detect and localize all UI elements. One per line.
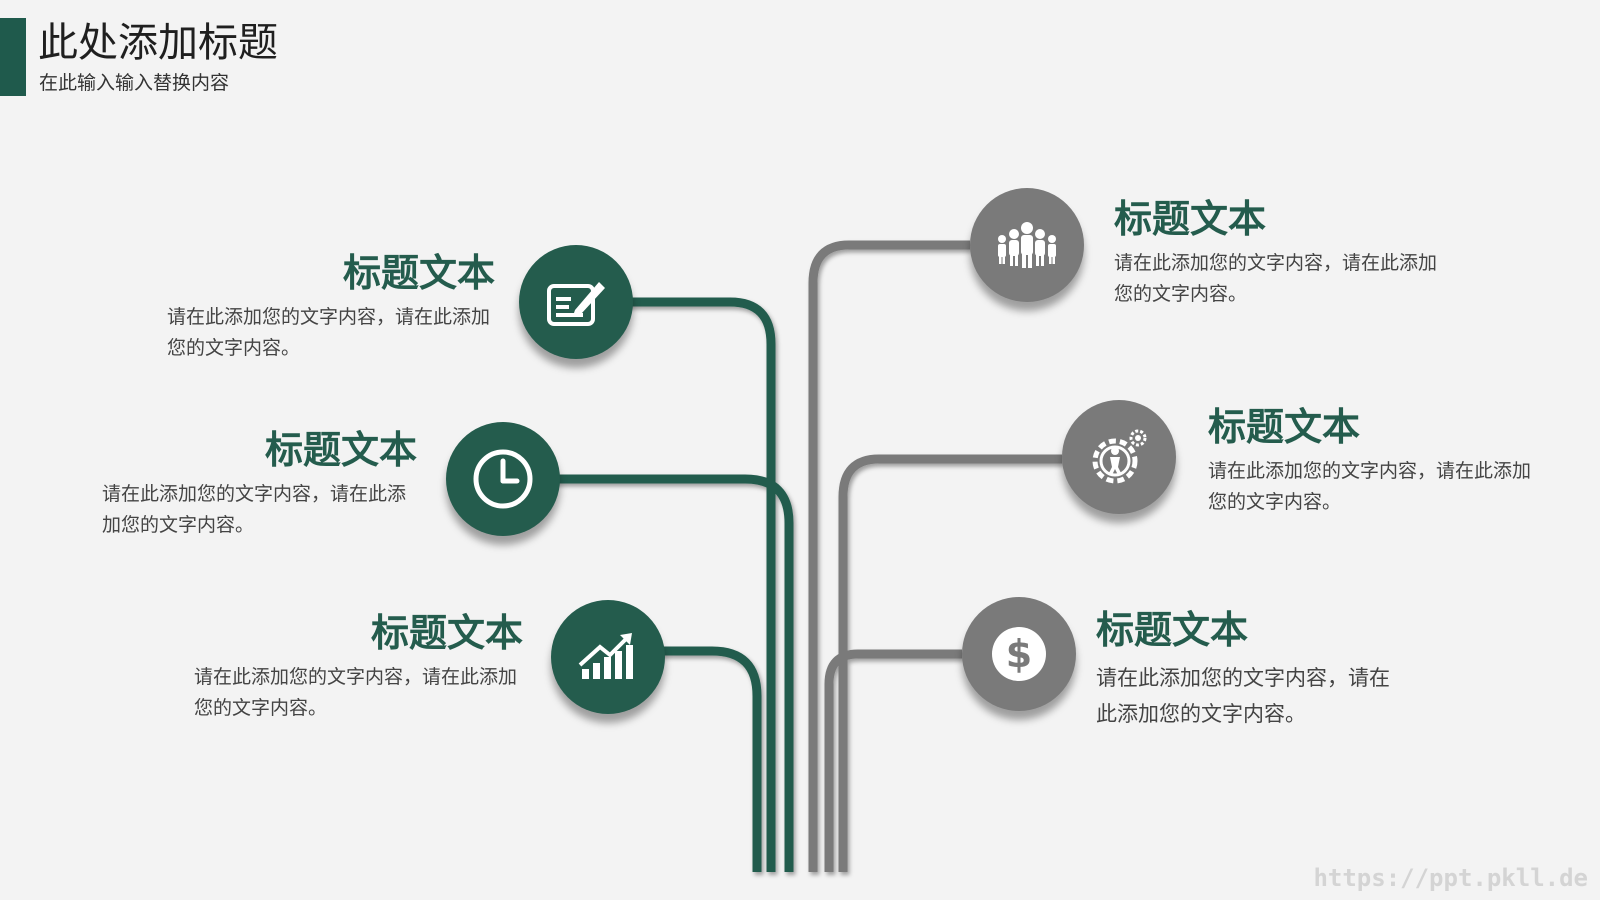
growth-chart-icon (578, 633, 633, 679)
item-3-title: 标题文本 (370, 611, 523, 655)
item-1-title: 标题文本 (342, 251, 495, 295)
item-4-desc: 请在此添加您的文字内容，请在此添加您的文字内容。 (1114, 252, 1438, 305)
team-icon (998, 222, 1056, 268)
svg-text:$: $ (1006, 632, 1032, 676)
stem-green-1 (620, 297, 776, 872)
clock-icon (473, 449, 533, 509)
item-1-desc: 请在此添加您的文字内容，请在此添加您的文字内容。 (167, 306, 491, 359)
item-2-desc: 请在此添加您的文字内容，请在此添加您的文字内容。 (102, 483, 407, 536)
stem-grey-1 (808, 240, 970, 872)
growth-chart-node[interactable] (551, 600, 665, 714)
item-5-desc: 请在此添加您的文字内容，请在此添加您的文字内容。 (1208, 460, 1532, 513)
team-node[interactable] (970, 188, 1084, 302)
dollar-node[interactable]: $ (962, 597, 1076, 711)
item-6-title: 标题文本 (1096, 608, 1249, 652)
stem-green-2 (552, 474, 794, 872)
page-title: 此处添加标题 (38, 20, 278, 66)
item-5-title: 标题文本 (1208, 405, 1361, 449)
edit-note-node[interactable] (519, 245, 633, 359)
dollar-icon: $ (992, 627, 1046, 681)
gear-person-node[interactable] (1062, 400, 1176, 514)
watermark: https://ppt.pkll.de (1313, 864, 1588, 892)
stem-grey-3 (824, 649, 962, 872)
title-accent-bar (0, 18, 26, 96)
item-4-title: 标题文本 (1114, 197, 1267, 241)
item-2-title: 标题文本 (264, 428, 417, 472)
clock-node[interactable] (446, 422, 560, 536)
item-3-desc: 请在此添加您的文字内容，请在此添加您的文字内容。 (194, 666, 518, 719)
item-6-desc: 请在此添加您的文字内容，请在此添加您的文字内容。 (1096, 666, 1390, 726)
stem-green-3 (650, 646, 762, 872)
edit-note-icon (547, 282, 605, 326)
gear-person-icon (1092, 429, 1147, 484)
page-subtitle: 在此输入输入替换内容 (39, 72, 230, 94)
stem-grey-2 (838, 454, 1062, 872)
